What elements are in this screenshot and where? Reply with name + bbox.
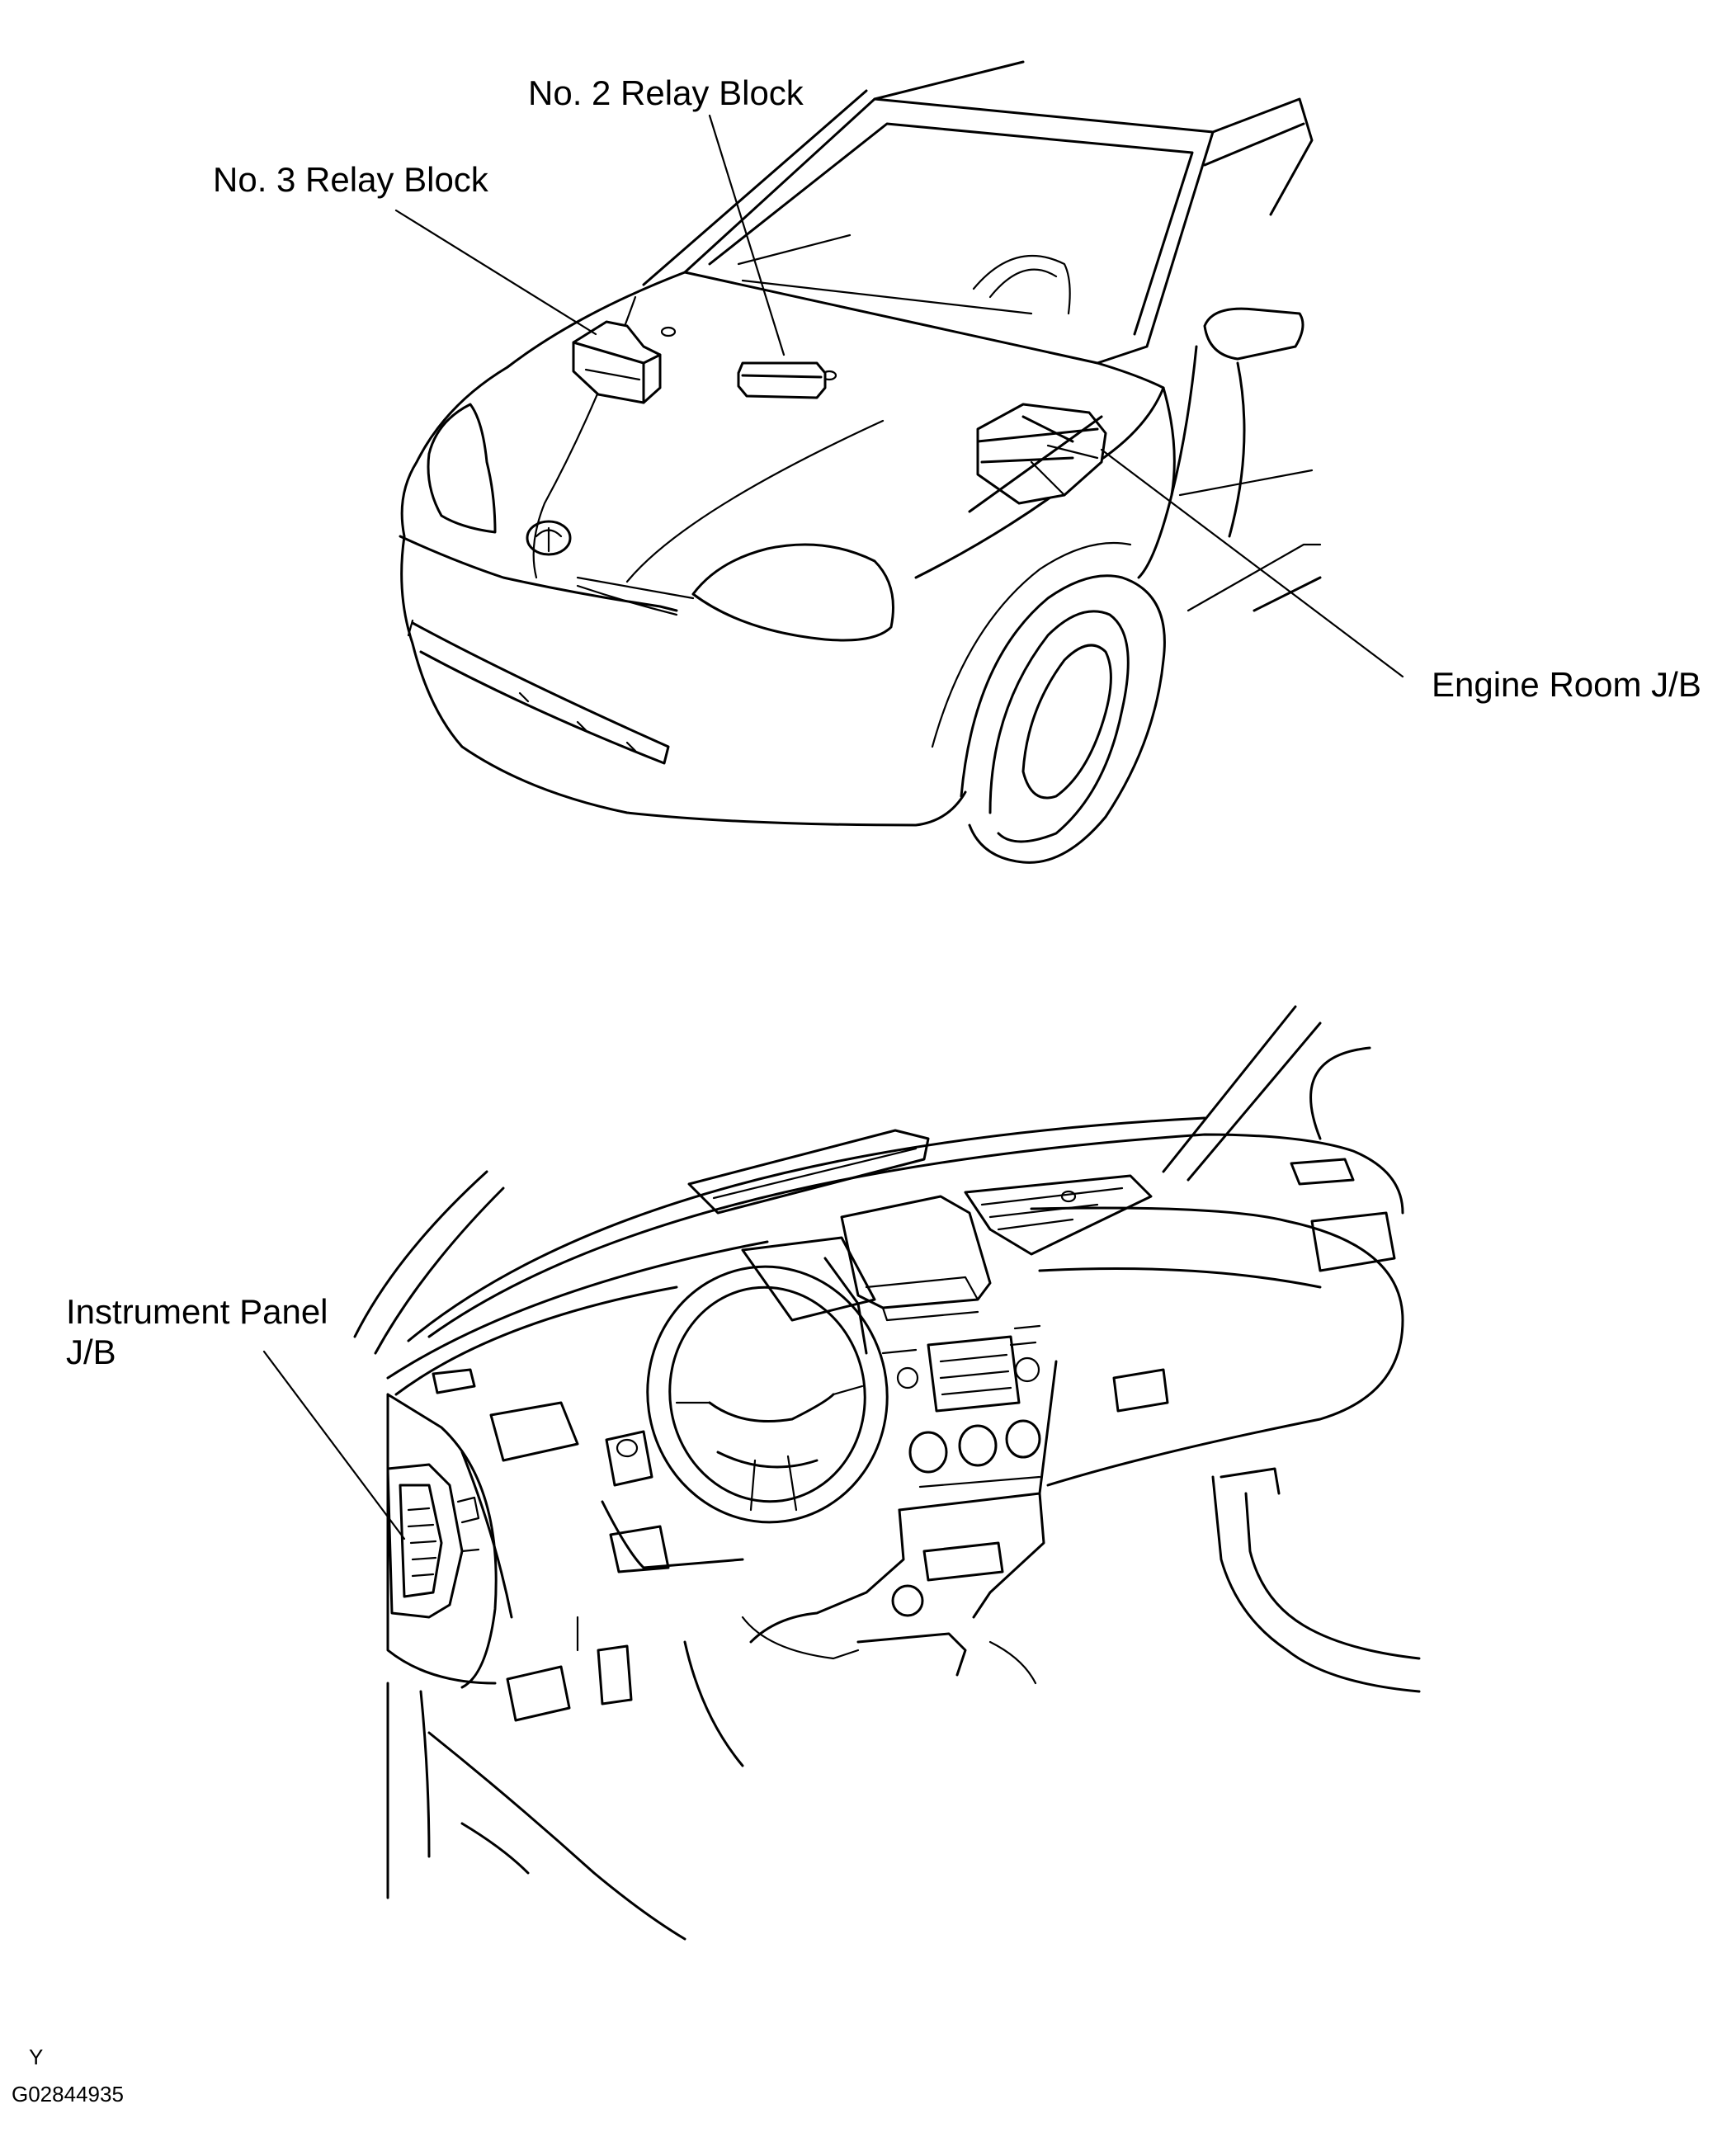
instrument-panel-jb-shape	[386, 1463, 480, 1619]
dashboard-illustration	[353, 1005, 1421, 1941]
figure-code: G02844935	[12, 2082, 124, 2106]
no3-relay-block-leader	[394, 209, 597, 336]
no2-relay-block-shape	[737, 361, 827, 399]
figure-marker: Y	[29, 2045, 44, 2069]
instrument-panel-jb-label-line2: J/B	[66, 1333, 116, 1371]
engine-room-jb-leader	[1100, 448, 1404, 678]
no2-relay-block-leader	[708, 114, 786, 356]
no3-relay-block-shape	[572, 320, 662, 404]
no3-relay-block-label: No. 3 Relay Block	[213, 160, 488, 199]
engine-room-jb-shape	[968, 403, 1107, 513]
instrument-panel-jb-label-line1: Instrument Panel	[66, 1292, 328, 1331]
car-front-illustration	[399, 60, 1322, 864]
engine-room-jb-label: Engine Room J/B	[1432, 665, 1701, 704]
instrument-panel-jb-leader	[262, 1350, 406, 1540]
no2-relay-block-label: No. 2 Relay Block	[528, 73, 804, 112]
